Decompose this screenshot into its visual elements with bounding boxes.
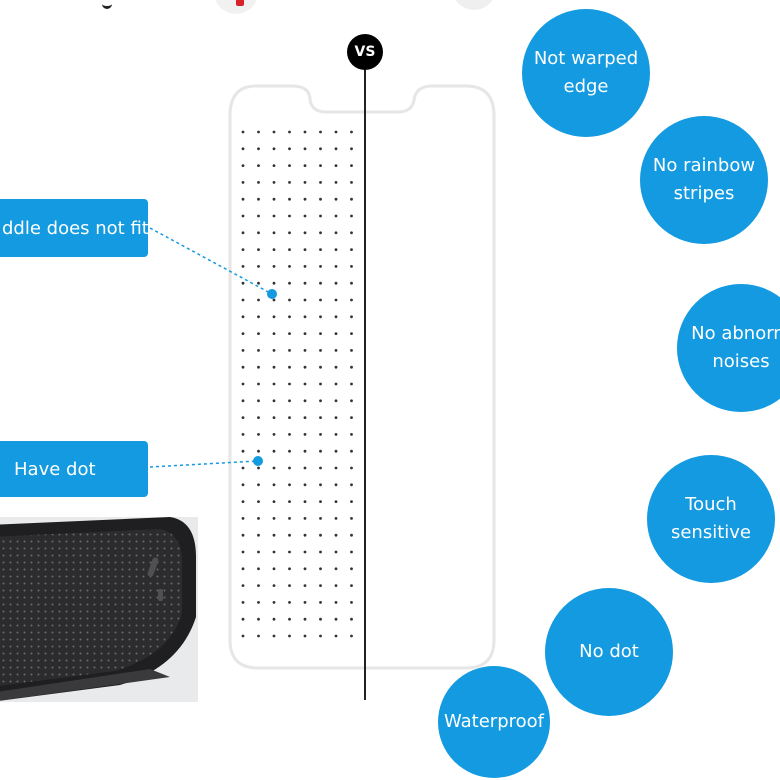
feature-no-dot: No dot [545, 588, 673, 716]
vs-badge: VS [347, 34, 383, 70]
feature-touch-sensitive: Touch sensitive [647, 455, 775, 583]
phone-photo [0, 517, 198, 702]
pointer-dot-top [267, 289, 277, 299]
feature-no-abnormal-noises: No abnorm noises [677, 284, 780, 412]
feature-not-warped-edge: Not warped edge [522, 9, 650, 137]
pointer-dot-bottom [253, 456, 263, 466]
top-left-partial-icon [214, 0, 258, 14]
pointer-line-bottom [149, 460, 259, 468]
feature-waterproof: Waterproof [438, 666, 550, 778]
label-middle-does-not-fit: ddle does not fit [0, 199, 148, 257]
feature-no-rainbow-stripes: No rainbow stripes [640, 116, 768, 244]
top-left-partial-text [102, 0, 112, 9]
label-have-dot: Have dot [0, 441, 148, 497]
phone-outline [228, 84, 496, 670]
top-right-partial-icon [452, 0, 496, 10]
dot-grid [241, 130, 353, 638]
pointer-line-top [149, 227, 273, 295]
